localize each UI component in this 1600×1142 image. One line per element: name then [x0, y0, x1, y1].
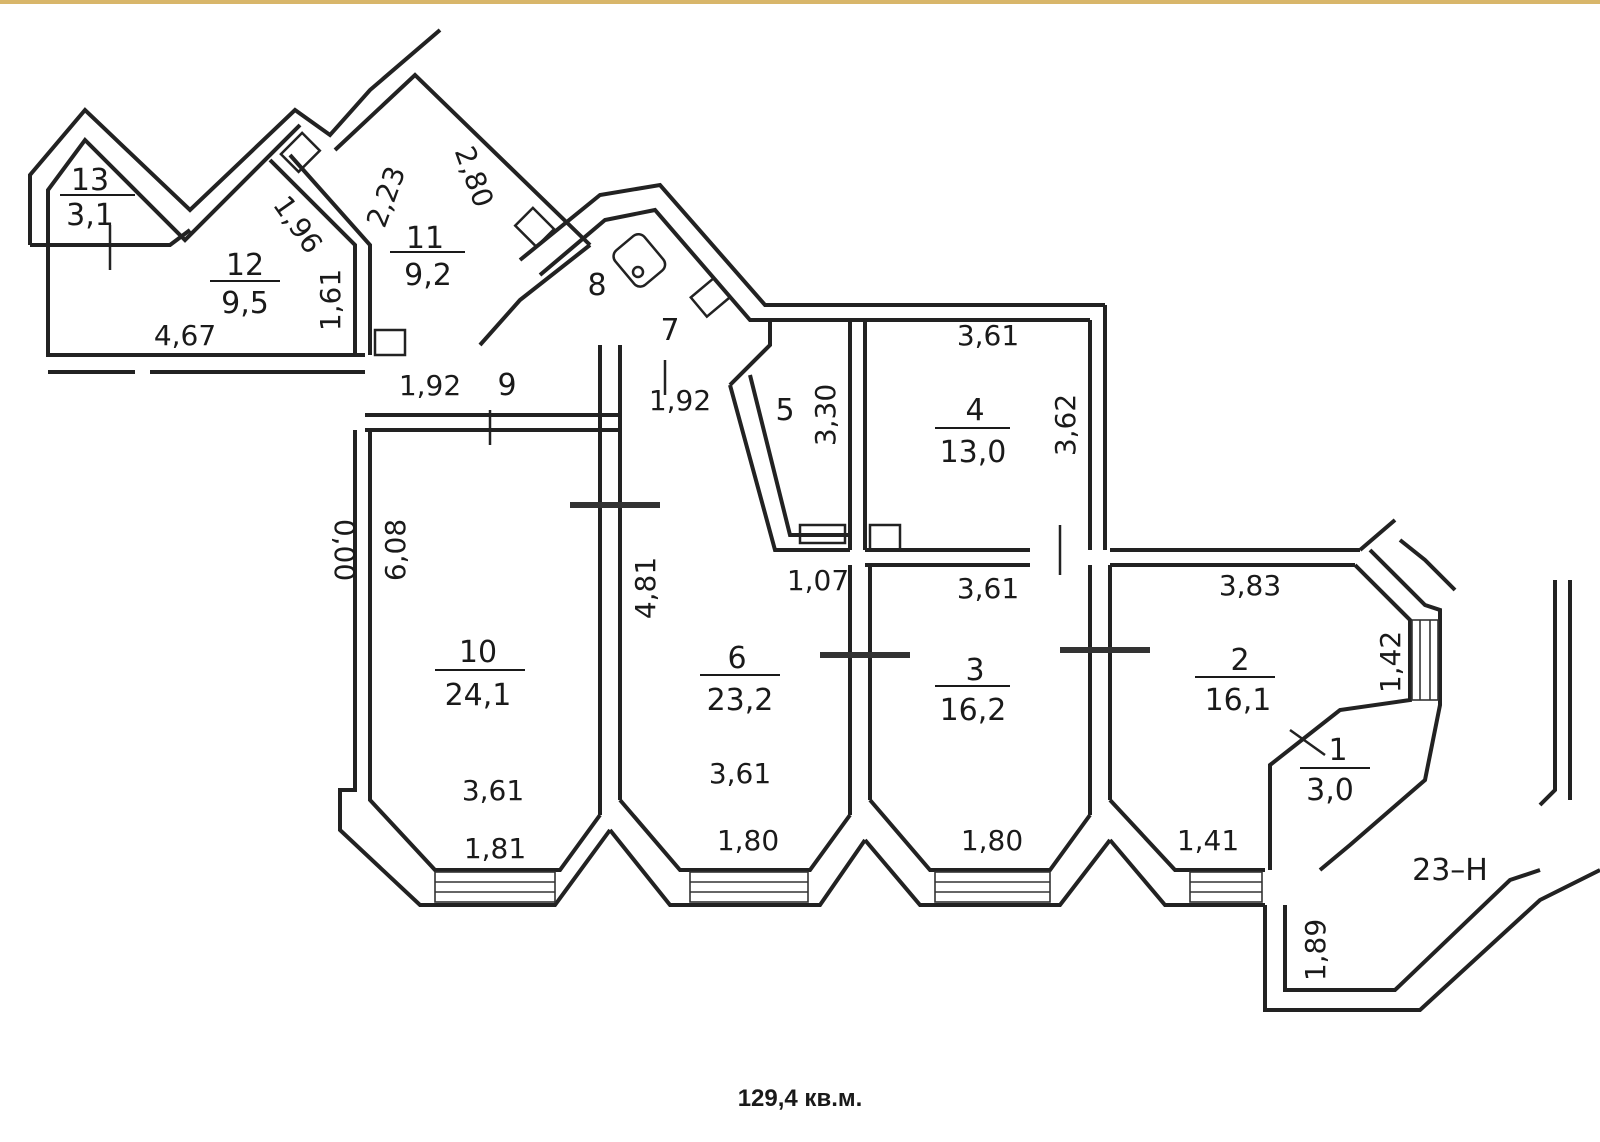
- room-1-label: 1 3,0: [1300, 733, 1370, 808]
- dimension-label: 3,61: [957, 319, 1019, 352]
- windows: [434, 619, 1439, 903]
- dimension-label: 3,61: [709, 757, 771, 790]
- outer-walls: [28, 28, 1600, 1012]
- room-10-label: 10 24,1: [435, 635, 525, 713]
- room-6-area: 23,2: [707, 683, 774, 718]
- room-5-label: 5: [775, 393, 794, 428]
- room-2-label: 2 16,1: [1195, 643, 1275, 718]
- total-area-caption: 129,4 кв.м.: [737, 1085, 863, 1112]
- room-11-number: 11: [406, 221, 444, 256]
- room-4-number: 4: [965, 393, 984, 428]
- room-10-area: 24,1: [445, 678, 512, 713]
- dimension-label: 1,80: [961, 824, 1023, 857]
- dimension-label: 1,81: [464, 832, 526, 865]
- dimension-label: 1,42: [1374, 631, 1407, 693]
- room-12-number: 12: [226, 248, 264, 283]
- dimension-label: 1,41: [1177, 824, 1239, 857]
- room-7-label: 7: [660, 313, 679, 348]
- room-1-area: 3,0: [1306, 773, 1354, 808]
- dimension-label: 6,08: [379, 519, 412, 581]
- dimension-label: 0,00: [328, 519, 361, 581]
- room-8-number: 8: [587, 268, 606, 303]
- room-10-number: 10: [459, 635, 497, 670]
- room-1-number: 1: [1328, 733, 1347, 768]
- room-8-label: 8: [587, 268, 606, 303]
- dimension-label: 2,23: [360, 162, 412, 232]
- dimension-label: 1,80: [717, 824, 779, 857]
- room-3-area: 16,2: [940, 693, 1007, 728]
- room-3-label: 3 16,2: [935, 653, 1010, 728]
- room-3-number: 3: [965, 653, 984, 688]
- dimension-label: 3,61: [957, 572, 1019, 605]
- dimension-label: 3,83: [1219, 569, 1281, 602]
- room-6-number: 6: [727, 641, 746, 676]
- room-9-number: 9: [497, 368, 516, 403]
- room-11-label: 11 9,2: [390, 221, 465, 293]
- room-11-area: 9,2: [404, 258, 452, 293]
- room-7-number: 7: [660, 313, 679, 348]
- room-12-area: 9,5: [221, 286, 269, 321]
- dimension-label: 1,61: [314, 269, 347, 331]
- dimension-label: 1,96: [266, 190, 329, 260]
- room-13-label: 13 3,1: [60, 163, 135, 233]
- doors: [108, 225, 1326, 757]
- dimension-label: 3,62: [1049, 394, 1082, 456]
- room-12-label: 12 9,5: [210, 248, 280, 321]
- dimension-label: 1,92: [649, 384, 711, 417]
- dimension-label: 4,67: [154, 319, 216, 352]
- room-13-area: 3,1: [66, 198, 114, 233]
- dimension-label: 3,61: [462, 774, 524, 807]
- dimension-label: 1,89: [1299, 919, 1332, 981]
- top-border-line: [0, 0, 1600, 4]
- dimension-label: 3,30: [809, 384, 842, 446]
- room-6-label: 6 23,2: [700, 641, 780, 718]
- dimension-label: 1,92: [399, 369, 461, 402]
- room-5-number: 5: [775, 393, 794, 428]
- dimension-labels: 2,23 2,80 1,96 1,61 4,67 1,92 1,92 3,30 …: [154, 142, 1407, 981]
- apartment-code: 23–Н: [1412, 853, 1488, 888]
- room-4-area: 13,0: [940, 435, 1007, 470]
- room-9-label: 9: [497, 368, 516, 403]
- dimension-label: 4,81: [629, 557, 662, 619]
- dimension-label: 1,07: [787, 564, 849, 597]
- room-4-label: 4 13,0: [935, 393, 1010, 470]
- fixtures: [279, 131, 902, 552]
- room-13-number: 13: [71, 163, 109, 198]
- room-2-number: 2: [1230, 643, 1249, 678]
- room-2-area: 16,1: [1205, 683, 1272, 718]
